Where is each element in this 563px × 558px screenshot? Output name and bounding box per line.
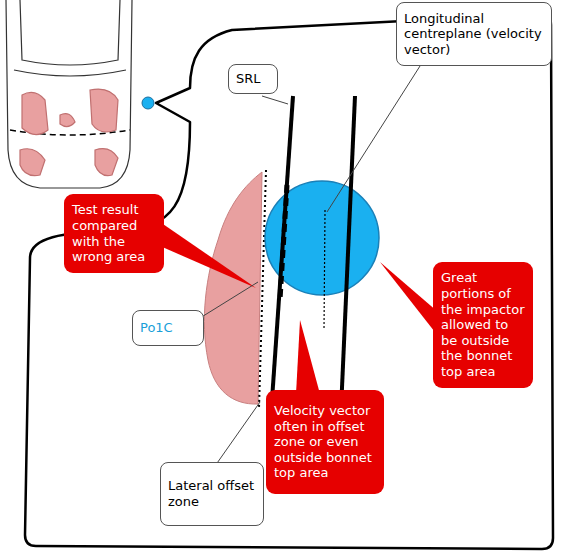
callout-box: Test result compared with the wrong area: [64, 194, 164, 273]
zoom-outline: [25, 14, 553, 549]
node-text: Lateral offset zone: [168, 478, 256, 509]
node-text: Po1C: [140, 320, 173, 336]
leader-line: [215, 402, 260, 466]
callout-tail: [296, 320, 320, 394]
srl-line: [341, 96, 355, 410]
leader-line: [262, 96, 288, 104]
car-top-view: [6, 0, 132, 188]
test-area: [204, 172, 262, 404]
leader-line: [200, 282, 258, 318]
srl-dashed: [280, 185, 287, 300]
callout-tail: [380, 262, 438, 336]
node-text: SRL: [236, 71, 261, 87]
callout-box: Great portions of the impactor allowed t…: [433, 262, 533, 388]
label-box: Lateral offset zone: [160, 462, 264, 526]
label-box: Longitudinal centreplane (velocity vecto…: [396, 2, 552, 66]
velocity-vector: [324, 210, 325, 330]
node-text: Test result compared with the wrong area: [72, 202, 156, 264]
callout-tail: [160, 222, 256, 288]
leader-line: [327, 66, 420, 212]
node-text: Longitudinal centreplane (velocity vecto…: [404, 11, 544, 58]
node-text: Velocity vector often in offset zone or …: [274, 403, 376, 481]
impact-point: [142, 97, 154, 109]
callout-box: Velocity vector often in offset zone or …: [266, 390, 384, 494]
label-box: SRL: [228, 64, 278, 94]
srl-line: [272, 96, 293, 400]
node-text: Great portions of the impactor allowed t…: [441, 270, 525, 379]
offset-zone-line: [259, 170, 266, 408]
label-box: Po1C: [132, 310, 204, 346]
